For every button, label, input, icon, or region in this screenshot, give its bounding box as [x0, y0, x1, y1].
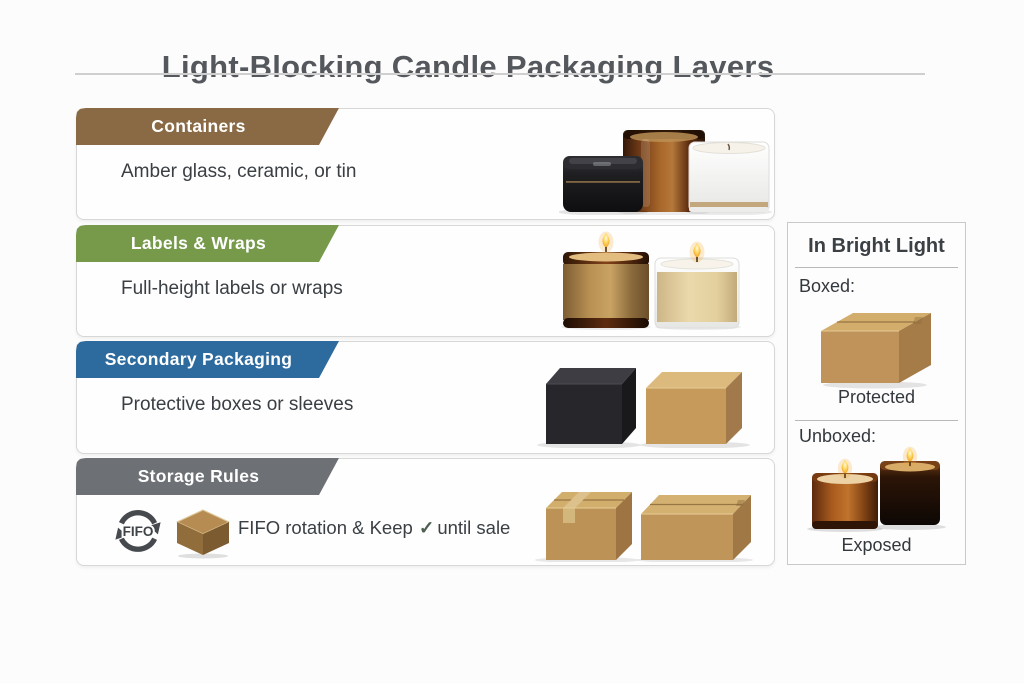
- taped-shipping-box-large-icon: [637, 495, 753, 562]
- black-tin-icon: [559, 156, 648, 215]
- taped-shipping-box-small-icon: [535, 492, 639, 562]
- section-description-labels-wraps: Full-height labels or wraps: [121, 278, 343, 299]
- unboxed-candles-illustration: [806, 445, 946, 532]
- section-description-secondary-packaging: Protective boxes or sleeves: [121, 394, 354, 415]
- fifo-icon-label: FIFO: [123, 524, 154, 539]
- amber-candle-icon: [806, 457, 883, 532]
- section-banner-secondary-packaging: Secondary Packaging: [76, 341, 339, 378]
- section-card-labels-wraps: Labels & Wraps Full-height labels or wra…: [76, 225, 775, 337]
- boxed-cardboard-box-illustration: [820, 313, 931, 389]
- kraft-box-icon: [640, 372, 750, 448]
- panel-divider-top: [795, 267, 958, 268]
- storage-rule-suffix: until sale: [437, 517, 511, 538]
- section-description-storage-rules: FIFO rotation & Keep✓until sale: [238, 517, 510, 539]
- secondary-packaging-illustration: [537, 368, 750, 448]
- panel-title: In Bright Light: [808, 235, 945, 257]
- exposed-status: Exposed: [841, 535, 912, 555]
- section-label-containers: Containers: [151, 116, 246, 136]
- section-label-storage-rules: Storage Rules: [137, 466, 260, 486]
- section-label-labels-wraps: Labels & Wraps: [130, 233, 267, 253]
- cardboard-box-icon: [176, 509, 230, 559]
- section-card-storage-rules: Storage Rules FIFO FIFO rotation & Keep✓…: [76, 458, 775, 566]
- containers-illustration: [559, 130, 772, 215]
- kraft-label-candle-icon: [561, 230, 651, 330]
- labels-wraps-illustration: [561, 230, 741, 330]
- section-label-secondary-packaging: Secondary Packaging: [104, 349, 293, 369]
- dark-amber-candle-icon: [873, 445, 946, 530]
- section-card-containers: Containers Amber glass, ceramic, or tin: [76, 108, 775, 220]
- section-banner-containers: Containers: [76, 108, 339, 145]
- unboxed-label: Unboxed:: [799, 426, 877, 446]
- boxed-label: Boxed:: [799, 276, 856, 296]
- storage-illustration: [535, 492, 753, 562]
- section-banner-storage-rules: Storage Rules: [76, 458, 339, 495]
- check-icon: ✓: [418, 517, 435, 538]
- title-divider: [75, 73, 925, 75]
- storage-rule-prefix: FIFO rotation & Keep: [238, 517, 413, 538]
- page-title: Light-Blocking Candle Packaging Layers: [161, 48, 775, 84]
- black-box-icon: [537, 368, 641, 448]
- section-banner-labels-wraps: Labels & Wraps: [76, 225, 339, 262]
- panel-divider-middle: [795, 420, 958, 421]
- white-ceramic-jar-icon: [686, 141, 772, 215]
- protected-status: Protected: [837, 387, 916, 407]
- section-card-secondary-packaging: Secondary Packaging Protective boxes or …: [76, 341, 775, 454]
- section-description-containers: Amber glass, ceramic, or tin: [121, 161, 357, 182]
- bright-light-panel: In Bright Light Boxed: Protected Unboxed…: [787, 222, 966, 565]
- amber-glass-jar-icon: [618, 130, 710, 215]
- cream-label-candle-icon: [654, 240, 741, 330]
- fifo-rotation-arrows-icon: FIFO: [115, 510, 161, 552]
